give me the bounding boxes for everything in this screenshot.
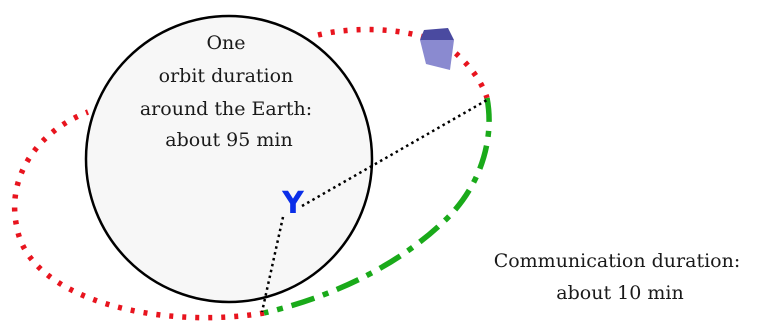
earth-label-line-4: about 95 min bbox=[165, 129, 292, 151]
line-of-sight-to-contact-start bbox=[260, 216, 285, 313]
satellite-side-face bbox=[420, 40, 454, 70]
satellite-top-face bbox=[420, 28, 454, 40]
earth-label-line-1: One bbox=[206, 32, 245, 54]
communication-label-line-1: Communication duration: bbox=[494, 250, 741, 272]
earth-label: One orbit duration around the Earth: abo… bbox=[140, 32, 318, 151]
earth-label-line-2: orbit duration bbox=[159, 65, 294, 87]
earth-circle bbox=[84, 14, 374, 304]
communication-label: Communication duration: about 10 min bbox=[494, 250, 747, 304]
satellite-icon bbox=[420, 28, 454, 70]
orbit-contact-segment bbox=[263, 97, 492, 316]
ground-station-icon: Y bbox=[281, 186, 305, 221]
earth-label-line-3: around the Earth: bbox=[140, 98, 312, 120]
communication-label-line-2: about 10 min bbox=[556, 282, 683, 304]
